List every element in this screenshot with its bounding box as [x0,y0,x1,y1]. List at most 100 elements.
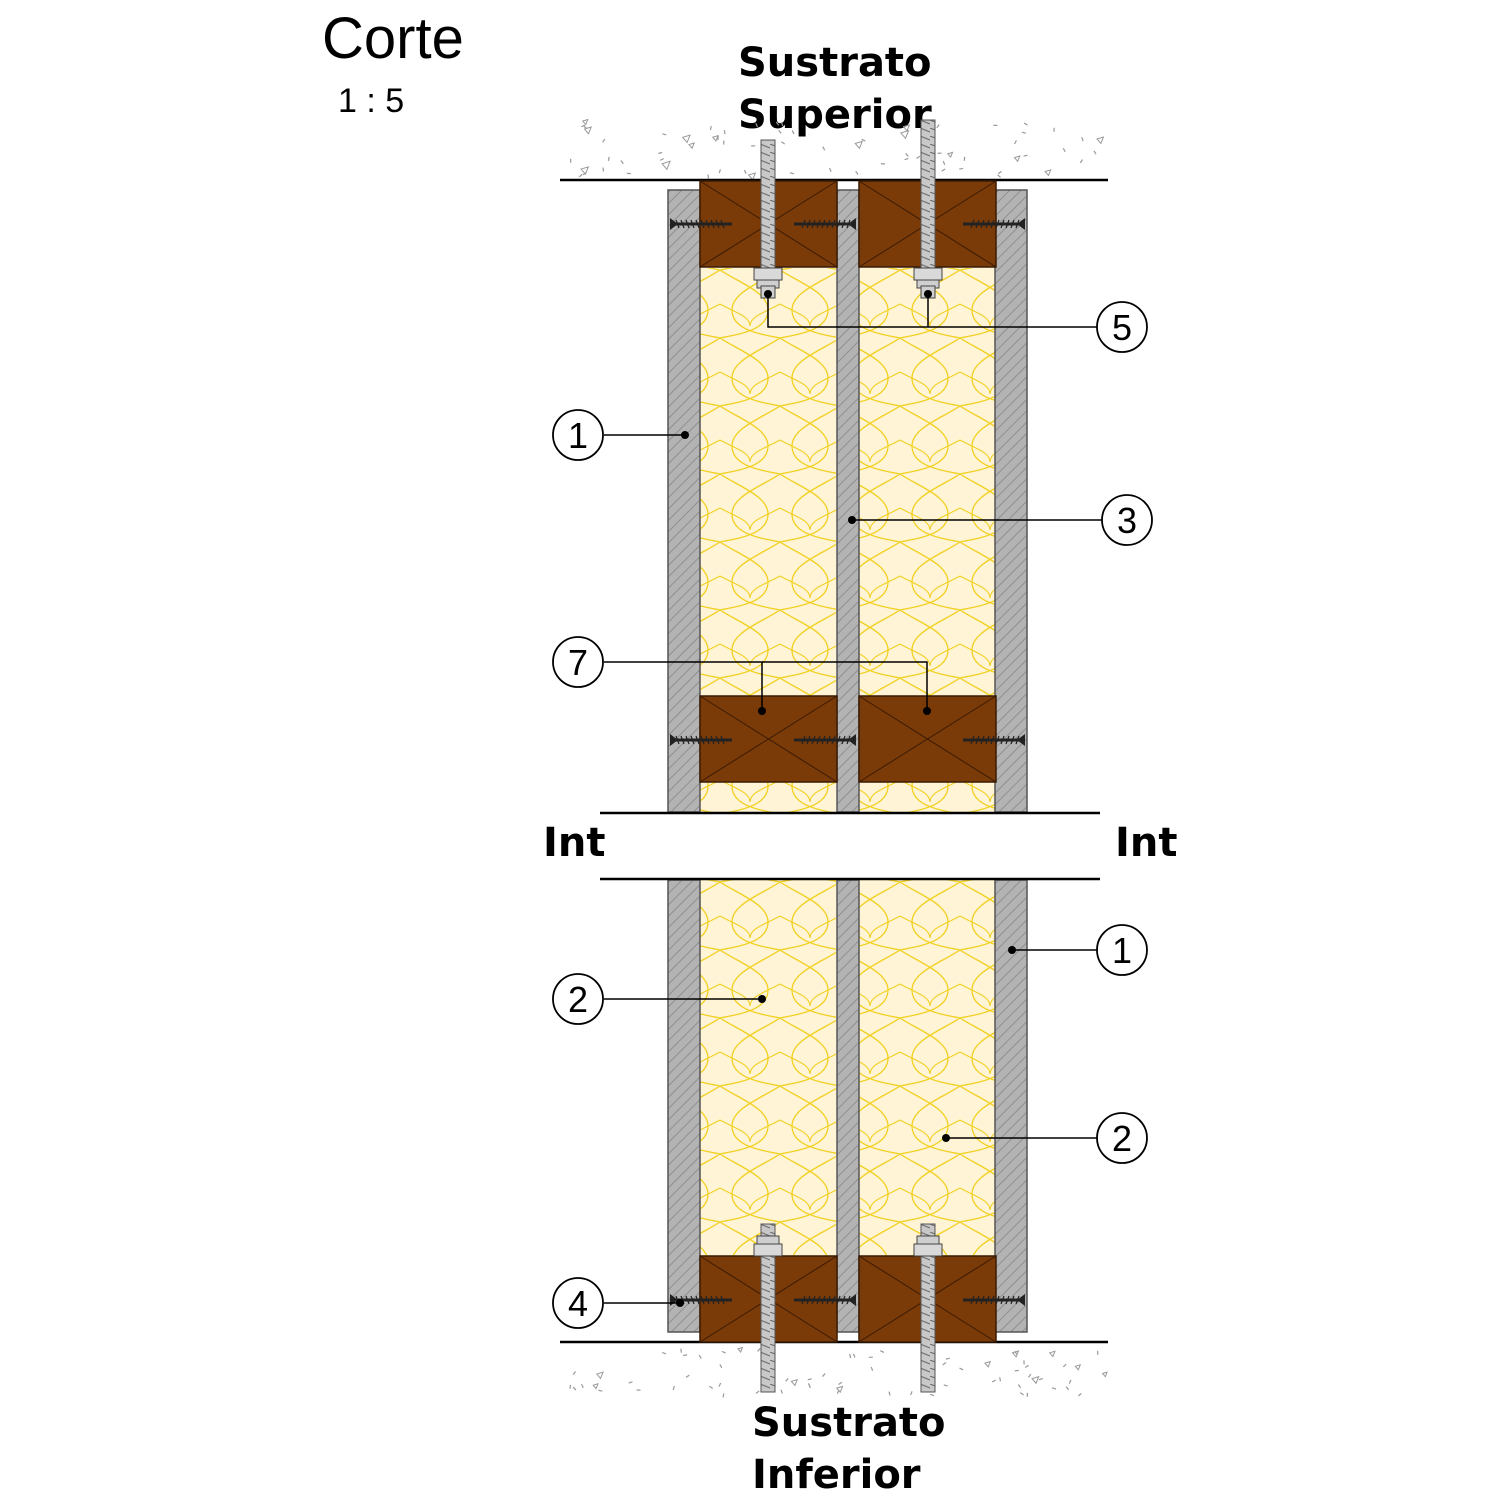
aggregate-mark [1019,1392,1024,1396]
screw [794,734,856,746]
aggregate-mark [1023,122,1028,126]
svg-text:2: 2 [568,979,588,1020]
screw [963,734,1025,746]
dot-7b [923,707,931,715]
aggregate-mark [1093,150,1097,155]
dot-2-left [758,995,766,1003]
svg-text:3: 3 [1117,500,1137,541]
leader-5 [767,294,1097,328]
aggregate-mark [991,1379,996,1383]
aggregate-mark [743,169,747,175]
bottom-substrate [569,1346,1108,1398]
callout-1-left: 1 [552,409,604,461]
aggregate-mark [757,1348,761,1352]
aggregate-mark [581,124,586,128]
aggregate-mark [1101,1371,1108,1378]
aggregate-mark [1062,147,1066,153]
aggregate-mark [1023,154,1028,157]
aggregate-mark [572,1371,577,1376]
dot-4 [676,1299,684,1307]
aggregate-mark [780,1389,783,1394]
aggregate-mark [941,168,946,172]
aggregate-mark [1081,137,1084,142]
aggregate-mark [945,1357,950,1360]
aggregate-mark [1044,169,1052,177]
aggregate-mark [828,167,832,172]
aggregate-mark [737,1346,744,1353]
aggregate-mark [1027,1373,1032,1378]
aggregate-mark [936,124,940,129]
svg-text:7: 7 [568,642,588,683]
aggregate-mark [718,169,721,174]
interior-label-right: Int [1115,820,1177,866]
aggregate-mark [1017,1384,1022,1389]
aggregate-mark [807,1383,811,1388]
svg-text:1: 1 [1112,930,1132,971]
aggregate-mark [822,1373,826,1377]
board-right-upper [994,189,1028,813]
callout-4: 4 [552,1277,604,1329]
aggregate-mark [1013,155,1021,163]
dot-5a [764,290,772,298]
aggregate-mark [1014,140,1017,145]
aggregate-mark [755,123,759,128]
dot-3 [848,516,856,524]
svg-text:2: 2 [1112,1118,1132,1159]
aggregate-mark [899,129,910,140]
top-substrate [570,118,1105,181]
svg-text:5: 5 [1112,307,1132,348]
aggregate-mark [852,1353,856,1358]
aggregate-mark [959,1367,964,1371]
aggregate-mark [662,1351,667,1355]
board-left-lower [667,879,701,1333]
aggregate-mark [602,138,606,143]
aggregate-mark [789,172,795,175]
aggregate-mark [943,1384,948,1387]
aggregate-mark [662,133,667,136]
aggregate-mark [855,170,859,175]
aggregate-mark [781,141,786,145]
aggregate-mark [1096,136,1105,145]
aggregate-mark [661,160,671,171]
aggregate-mark [1011,1350,1020,1358]
aggregate-mark [602,167,605,172]
aggregate-mark [583,126,593,135]
screw [963,218,1025,230]
aggregate-mark [628,1381,633,1384]
aggregate-mark [916,155,921,159]
callout-5: 5 [1096,301,1148,353]
aggregate-mark [685,1374,690,1378]
aggregate-mark [904,157,909,161]
section-break [560,813,1120,879]
dot-1-right [1008,946,1016,954]
aggregate-mark [723,130,726,135]
aggregate-mark [598,1389,603,1392]
aggregate-mark [569,1384,572,1389]
aggregate-mark [997,170,1002,175]
aggregate-mark [595,1371,604,1380]
aggregate-mark [849,1353,852,1359]
aggregate-mark [747,172,757,181]
aggregate-mark [683,1354,688,1357]
aggregate-mark [658,151,663,155]
screw [794,218,856,230]
screw [670,734,732,746]
board-center-lower [836,879,860,1333]
aggregate-mark [711,134,719,142]
aggregate-mark [946,151,954,158]
callout-1-right: 1 [1096,924,1148,976]
aggregate-mark [1062,1363,1067,1368]
interior-label-left: Int [543,820,605,866]
aggregate-mark [1038,1378,1043,1381]
aggregate-mark [620,160,624,165]
nut-washer [913,267,943,289]
aggregate-mark [709,1385,714,1390]
aggregate-mark [902,124,911,132]
aggregate-mark [1065,1386,1070,1391]
aggregate-mark [780,121,784,127]
aggregate-mark [1048,1350,1056,1358]
aggregate-mark [719,1364,723,1369]
anchor-rod-top-right [920,119,936,279]
aggregate-mark [718,1382,722,1387]
aggregate-mark [999,1377,1002,1382]
